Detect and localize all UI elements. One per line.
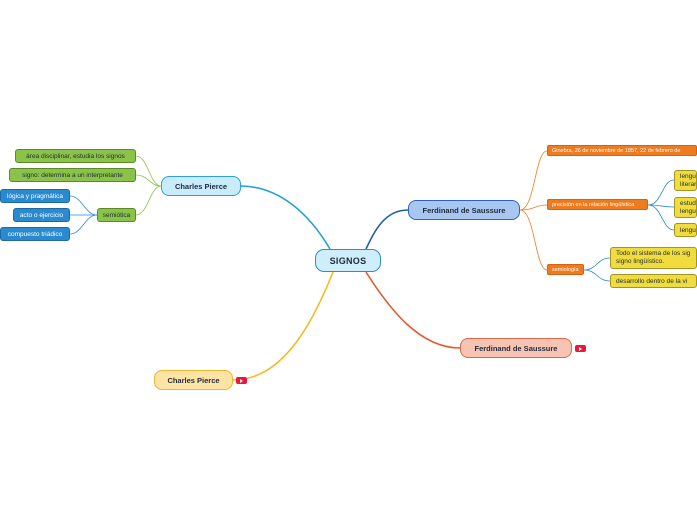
leaf-acto-label: acto o ejercicio	[19, 211, 64, 219]
link-prec-3	[647, 204, 675, 231]
leaf-signo-label: signo: determina a un interpretante	[22, 171, 123, 179]
saussure-top-label: Ferdinand de Saussure	[422, 205, 506, 215]
leaf-fechas-label: Ginebra, 26 de noviembre de 1857, 22 de …	[552, 147, 681, 154]
saussure-top-node[interactable]: Ferdinand de Saussure	[408, 200, 520, 220]
youtube-icon[interactable]	[575, 345, 586, 352]
link-semiologia	[519, 209, 548, 271]
leaf-semiologia[interactable]: semiología	[547, 264, 584, 275]
leaf-precision-1-line2: literar	[680, 180, 697, 188]
leaf-precision-2-line2: lengua	[680, 207, 696, 215]
youtube-icon[interactable]	[236, 377, 247, 384]
link-fechas	[519, 150, 548, 211]
leaf-precision-1[interactable]: lengua literar	[674, 170, 697, 191]
link-semio-1	[583, 257, 611, 271]
link-compuesto	[69, 214, 98, 235]
leaf-compuesto-label: compuesto triádico	[7, 230, 63, 238]
leaf-precision-2-line1: estudi	[680, 199, 697, 207]
leaf-precision-3[interactable]: lengua	[674, 223, 697, 237]
link-saussure-top	[365, 209, 409, 250]
link-signo	[135, 174, 162, 187]
leaf-logica[interactable]: lógica y pragmática	[0, 189, 70, 203]
pierce-top-label: Charles Pierce	[174, 181, 228, 191]
link-prec-1	[647, 179, 675, 206]
leaf-precision-2[interactable]: estudi lengua	[674, 197, 697, 218]
saussure-bottom-node[interactable]: Ferdinand de Saussure	[460, 338, 572, 358]
leaf-logica-label: lógica y pragmática	[7, 192, 63, 200]
leaf-fechas[interactable]: Ginebra, 26 de noviembre de 1857, 22 de …	[547, 145, 697, 156]
leaf-semiologia-1[interactable]: Todo el sistema de los sig signo lingüís…	[610, 247, 697, 269]
pierce-bottom-label: Charles Pierce	[167, 375, 220, 385]
link-semio-2	[583, 269, 611, 282]
leaf-semiologia-1-line1: Todo el sistema de los sig	[616, 250, 691, 257]
link-pierce-bottom	[232, 271, 334, 381]
link-logica	[69, 195, 98, 216]
pierce-bottom-node[interactable]: Charles Pierce	[154, 370, 233, 390]
leaf-precision-3-label: lengua	[680, 226, 696, 234]
leaf-semiologia-1-line2: signo lingüístico.	[616, 258, 665, 265]
leaf-semiologia-2[interactable]: desarrollo dentro de la vi	[610, 274, 697, 288]
leaf-precision-label: precisión en la relación lingüística	[552, 201, 635, 208]
link-saussure-bottom	[365, 271, 461, 349]
leaf-semiologia-2-label: desarrollo dentro de la vi	[616, 277, 688, 285]
saussure-bottom-label: Ferdinand de Saussure	[474, 343, 558, 353]
leaf-semiologia-label: semiología	[552, 266, 579, 273]
root-label: SIGNOS	[329, 255, 367, 266]
pierce-top-node[interactable]: Charles Pierce	[161, 176, 241, 196]
leaf-signo[interactable]: signo: determina a un interpretante	[9, 168, 136, 182]
link-precision	[519, 204, 548, 211]
link-area	[135, 155, 162, 187]
leaf-compuesto[interactable]: compuesto triádico	[0, 227, 70, 241]
leaf-acto[interactable]: acto o ejercicio	[13, 208, 70, 222]
leaf-area-label: área disciplinar, estudia los signos	[26, 152, 125, 160]
root-node[interactable]: SIGNOS	[315, 249, 381, 272]
link-semiotica	[135, 185, 162, 216]
leaf-semiotica[interactable]: semiótica	[97, 208, 136, 222]
leaf-precision-1-line1: lengua	[680, 172, 696, 180]
leaf-semiotica-label: semiótica	[102, 211, 131, 219]
leaf-precision[interactable]: precisión en la relación lingüística	[547, 199, 648, 210]
link-pierce-top	[239, 185, 331, 250]
leaf-area-disciplinar[interactable]: área disciplinar, estudia los signos	[15, 149, 136, 163]
